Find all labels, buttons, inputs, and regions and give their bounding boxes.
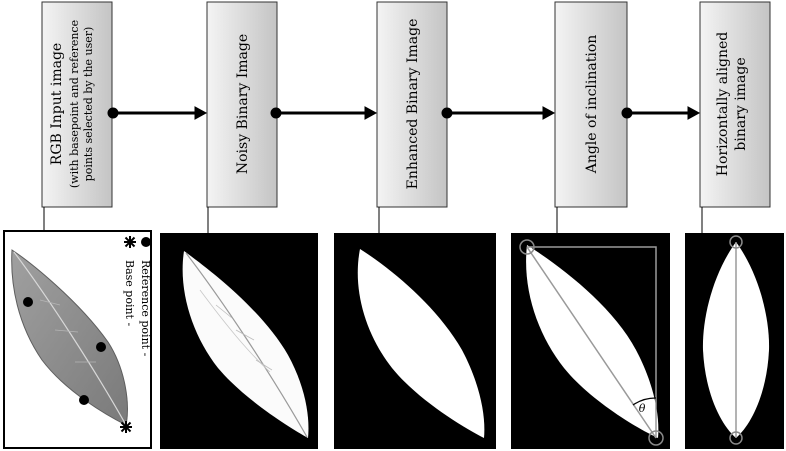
stage-1-subtitle-2: points selected by the user) [82, 27, 95, 182]
stage-1-title: RGB Input image [49, 43, 65, 165]
box-panel-connectors [43, 207, 703, 233]
angle-panel: θ [511, 233, 670, 449]
base-point-marker [120, 421, 132, 433]
stage-4-title: Angle of inclination [584, 35, 600, 175]
white-leaf [526, 245, 659, 438]
stage-5-title: Horizontally aligned [715, 32, 731, 176]
flow-arrows [107, 106, 701, 120]
arrow-3-to-4 [441, 106, 556, 120]
white-leaf [357, 249, 485, 438]
stage-box-2: Noisy Binary Image [206, 1, 278, 208]
input-legend: Base point - Reference point - [123, 236, 152, 357]
angle-arc [632, 397, 657, 406]
input-image-panel: Base point - Reference point - [3, 230, 152, 449]
stage-5-title-2: binary image [733, 57, 749, 150]
stage-1-subtitle-1: (with basepoint and reference [68, 20, 81, 188]
base-point-legend: Base point - [123, 260, 136, 326]
stage-box-5: Horizontally aligned binary image [699, 1, 771, 208]
apex-marker [519, 239, 535, 255]
angle-symbol: θ [639, 402, 646, 415]
base-point-icon [124, 236, 136, 248]
aligned-binary-panel [685, 233, 784, 449]
stage-box-4: Angle of inclination [554, 1, 628, 208]
arrow-2-to-3 [270, 106, 378, 120]
reference-point-marker [96, 342, 106, 352]
noisy-binary-panel [160, 233, 318, 449]
stage-box-1: RGB Input image (with basepoint and refe… [41, 1, 113, 208]
reference-point-icon [141, 237, 151, 247]
reference-point-marker [79, 395, 89, 405]
stage-3-title: Enhanced Binary Image [405, 19, 421, 190]
reference-frame [527, 246, 657, 438]
stage-box-3: Enhanced Binary Image [376, 1, 448, 208]
leaf-axis-line [526, 246, 657, 439]
arrow-1-to-2 [107, 106, 208, 120]
arrow-4-to-5 [621, 106, 701, 120]
reference-point-legend: Reference point - [139, 260, 152, 357]
base-marker [729, 431, 743, 445]
white-leaf [182, 251, 309, 438]
apex-marker [729, 235, 743, 249]
reference-point-marker [23, 297, 33, 307]
base-marker [648, 430, 664, 446]
enhanced-binary-panel [334, 233, 496, 449]
stage-2-title: Noisy Binary Image [235, 34, 251, 174]
